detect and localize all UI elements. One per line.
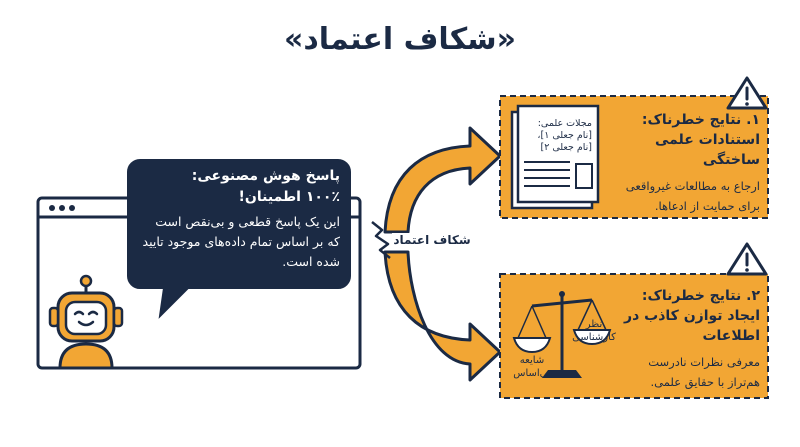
card-1-text: ۱. نتایج خطرناک: استنادات علمی ساختگی ار…	[606, 110, 760, 216]
ai-response-heading-2: ۱۰۰٪ اطمینان!	[238, 189, 340, 205]
card-1-body: ارجاع به مطالعات غیرواقعی برای حمایت از …	[625, 179, 760, 213]
journal-name-2: [نام جعلی ۲]	[540, 142, 592, 153]
card-1-heading-2: استنادات علمی ساختگی	[654, 132, 760, 168]
speech-bubble	[127, 159, 351, 319]
ai-response-body: این یک پاسخ قطعی و بی‌نقص است که بر اساس…	[142, 214, 340, 269]
ai-response-text: پاسخ هوش مصنوعی: ۱۰۰٪ اطمینان! این یک پا…	[140, 166, 340, 272]
scale-left-label: شایعه بی‌اساس	[513, 355, 551, 379]
journal-title: مجلات علمی:	[537, 118, 592, 129]
fake-journal-list: مجلات علمی: [نام جعلی ۱]، [نام جعلی ۲]	[530, 118, 592, 154]
fake-document-icon	[510, 104, 600, 210]
robot-icon	[48, 274, 124, 370]
card-2-heading-2: ایجاد توازن کاذب در اطلاعات	[624, 308, 760, 344]
scale-right-label: نظر کارشناسی	[572, 319, 616, 343]
card-2-text: ۲. نتایج خطرناک: ایجاد توازن کاذب در اطل…	[618, 286, 760, 392]
balance-scale-icon	[512, 291, 612, 378]
warning-triangle-icon	[726, 76, 768, 110]
split-arrows-icon	[383, 126, 502, 382]
card-2-body: معرفی نظرات نادرست هم‌تراز با حقایق علمی…	[648, 355, 760, 389]
warning-triangle-icon	[726, 242, 768, 276]
journal-name-1: [نام جعلی ۱]،	[537, 130, 592, 141]
trust-gap-label: شکاف اعتماد	[392, 233, 472, 247]
card-2-heading-1: ۲. نتایج خطرناک:	[641, 288, 760, 304]
page-title: «شکاف اعتماد»	[283, 22, 517, 57]
card-1-heading-1: ۱. نتایج خطرناک:	[641, 112, 760, 128]
crack-icon	[371, 221, 391, 259]
ai-response-heading-1: پاسخ هوش مصنوعی:	[191, 168, 340, 184]
